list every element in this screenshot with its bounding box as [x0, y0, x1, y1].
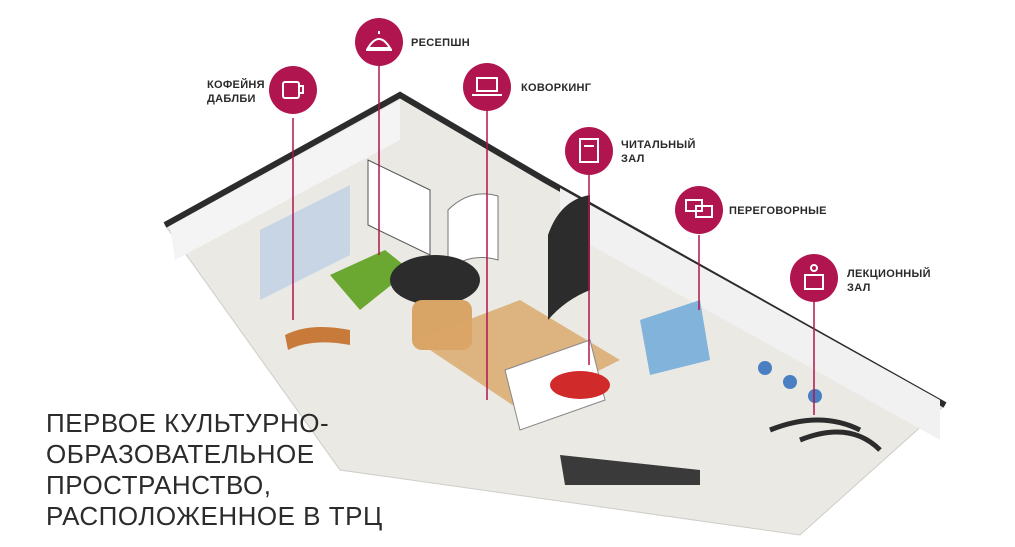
headline-line: ПРОСТРАНСТВО, — [46, 470, 272, 500]
lecture-floor-stripes — [769, 417, 882, 452]
back-wall-face — [170, 100, 400, 260]
cafe-counter — [285, 326, 350, 350]
marker-lines — [292, 66, 815, 415]
cafe-marker — [269, 66, 317, 114]
meeting-label-line: ПЕРЕГОВОРНЫЕ — [729, 205, 827, 217]
headline-line: ПЕРВОЕ КУЛЬТУРНО- — [46, 408, 330, 438]
zone-label-lecture: ЛЕКЦИОННЫЙ ЗАЛ — [847, 267, 931, 295]
lecture-label-line: ЗАЛ — [847, 282, 871, 294]
book-icon — [579, 138, 599, 163]
marker-circles — [269, 18, 838, 302]
zone-label-reading: ЧИТАЛЬНЫЙ ЗАЛ — [621, 138, 696, 166]
dark-pavilion — [390, 255, 480, 305]
zone-label-meeting: ПЕРЕГОВОРНЫЕ — [729, 204, 827, 218]
dark-floor — [560, 455, 700, 485]
reading-room-wall — [548, 195, 590, 320]
right-wall-face — [560, 188, 940, 440]
reception-label-line: РЕСЕПШН — [411, 37, 470, 49]
reading-label-line: ЗАЛ — [621, 153, 645, 165]
reception-marker — [355, 18, 403, 66]
coffee-cup-icon — [282, 81, 304, 99]
zone-label-reception: РЕСЕПШН — [411, 36, 470, 50]
lawn-area — [330, 250, 410, 310]
headline-line: ОБРАЗОВАТЕЛЬНОЕ — [46, 439, 315, 469]
red-pod — [550, 371, 610, 399]
lecture-marker — [790, 254, 838, 302]
reception-bell-icon — [366, 31, 392, 51]
reading-label-line: ЧИТАЛЬНЫЙ — [621, 139, 696, 151]
cafe-label-line: КОФЕЙНЯ — [207, 79, 265, 91]
coworking-marker — [463, 63, 511, 111]
zone-label-coworking: КОВОРКИНГ — [521, 81, 591, 95]
headline-line: РАСПОЛОЖЕННОЕ В ТРЦ — [46, 501, 383, 531]
zone-label-cafe: КОФЕЙНЯ ДАБЛБИ — [207, 78, 265, 106]
reading-marker — [565, 127, 613, 175]
laptop-icon — [472, 77, 502, 96]
coworking-label-line: КОВОРКИНГ — [521, 82, 592, 94]
lecture-label-line: ЛЕКЦИОННЫЙ — [847, 268, 931, 280]
reception-bookshelf — [367, 159, 431, 256]
glass-partition — [260, 185, 350, 300]
speech-bubbles-icon — [685, 199, 713, 218]
headline: ПЕРВОЕ КУЛЬТУРНО- ОБРАЗОВАТЕЛЬНОЕ ПРОСТР… — [46, 408, 383, 532]
meeting-room-glass — [640, 300, 710, 375]
lecture-seats — [758, 361, 822, 403]
cafe-label-line: ДАБЛБИ — [207, 93, 256, 105]
lectern-icon — [804, 264, 824, 290]
